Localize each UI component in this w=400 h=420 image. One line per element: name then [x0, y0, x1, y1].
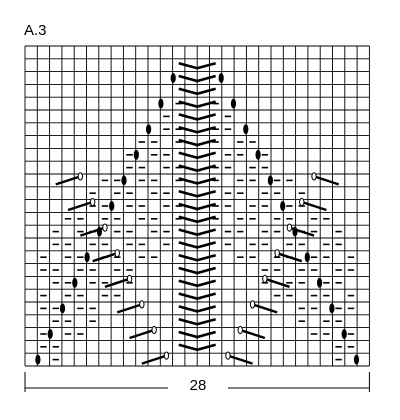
slant-end-ring — [151, 325, 157, 335]
slant-end-ring — [311, 172, 317, 181]
slant-right-stitch — [141, 354, 167, 365]
slant-right-stitch — [67, 200, 94, 212]
bobble-dot — [170, 73, 176, 83]
slant-left-stitch — [227, 354, 253, 365]
slant-right-stitch — [104, 277, 130, 288]
chevron-stitch — [178, 189, 216, 198]
bobble-dot — [146, 124, 152, 135]
slant-left-stitch — [239, 328, 266, 340]
slant-left-stitch — [289, 226, 315, 237]
chevron-stitch — [178, 177, 216, 185]
slant-right-stitch — [92, 252, 118, 263]
chart-symbols — [35, 61, 360, 365]
slant-left-stitch — [301, 200, 327, 212]
bobble-dot — [341, 329, 347, 339]
chevron-stitch — [178, 228, 216, 236]
bobble-dot — [72, 277, 78, 288]
slant-end-ring — [286, 223, 293, 232]
chevron-stitch — [178, 87, 216, 96]
bobble-dot — [84, 252, 90, 263]
slant-right-stitch — [79, 226, 106, 237]
chevron-stitch — [178, 292, 216, 300]
slant-end-ring — [126, 274, 133, 283]
chevron-stitch — [178, 61, 216, 70]
bobble-dot — [35, 354, 41, 365]
chevron-stitch — [178, 266, 216, 275]
chevron-stitch — [178, 202, 216, 211]
slant-end-ring — [262, 274, 268, 283]
bobble-dot — [133, 149, 139, 160]
chart-title: A.3 — [24, 22, 47, 39]
chevron-stitch — [178, 317, 216, 326]
bobble-dot — [280, 201, 286, 211]
bobble-dot — [47, 329, 53, 339]
bobble-dot — [230, 98, 237, 109]
chevron-stitch — [178, 164, 216, 172]
slant-end-ring — [163, 351, 170, 360]
slant-end-ring — [299, 197, 305, 207]
bobble-dot — [304, 252, 310, 263]
bobble-dot — [316, 277, 323, 288]
bobble-dot — [255, 149, 261, 160]
bobble-dot — [243, 124, 249, 135]
slant-end-ring — [225, 351, 231, 360]
slant-end-ring — [237, 325, 243, 335]
chevron-stitch — [178, 279, 216, 288]
slant-left-stitch — [252, 303, 278, 314]
width-label: 28 — [168, 377, 228, 395]
slant-end-ring — [77, 172, 84, 181]
chevron-stitch — [178, 138, 216, 147]
bobble-dot — [218, 73, 224, 83]
chevron-stitch — [178, 100, 216, 108]
grid-lines — [24, 45, 370, 367]
bobble-dot — [353, 354, 360, 365]
slant-end-ring — [114, 249, 120, 258]
slant-end-ring — [139, 300, 145, 309]
chevron-stitch — [178, 253, 216, 262]
slant-left-stitch — [313, 175, 340, 186]
slant-left-stitch — [276, 252, 303, 263]
bobble-dot — [329, 303, 335, 314]
chevron-stitch — [178, 215, 216, 224]
chevron-stitch — [178, 343, 216, 352]
slant-right-stitch — [129, 328, 155, 340]
bobble-dot — [267, 175, 273, 186]
slant-left-stitch — [264, 277, 290, 288]
chevron-stitch — [178, 125, 216, 134]
slant-end-ring — [274, 249, 280, 258]
chevron-stitch — [178, 74, 216, 83]
slant-end-ring — [249, 300, 256, 309]
slant-end-ring — [89, 197, 96, 207]
bobble-dot — [59, 303, 66, 314]
chevron-stitch — [178, 113, 216, 121]
chevron-stitch — [178, 241, 216, 249]
slant-end-ring — [102, 223, 108, 232]
slant-right-stitch — [55, 175, 81, 186]
bobble-dot — [109, 201, 115, 211]
chevron-stitch — [178, 330, 216, 339]
slant-right-stitch — [116, 303, 143, 314]
chevron-stitch — [178, 305, 216, 313]
bobble-dot — [121, 175, 127, 186]
bobble-dot — [158, 98, 164, 109]
chevron-stitch — [178, 151, 216, 160]
